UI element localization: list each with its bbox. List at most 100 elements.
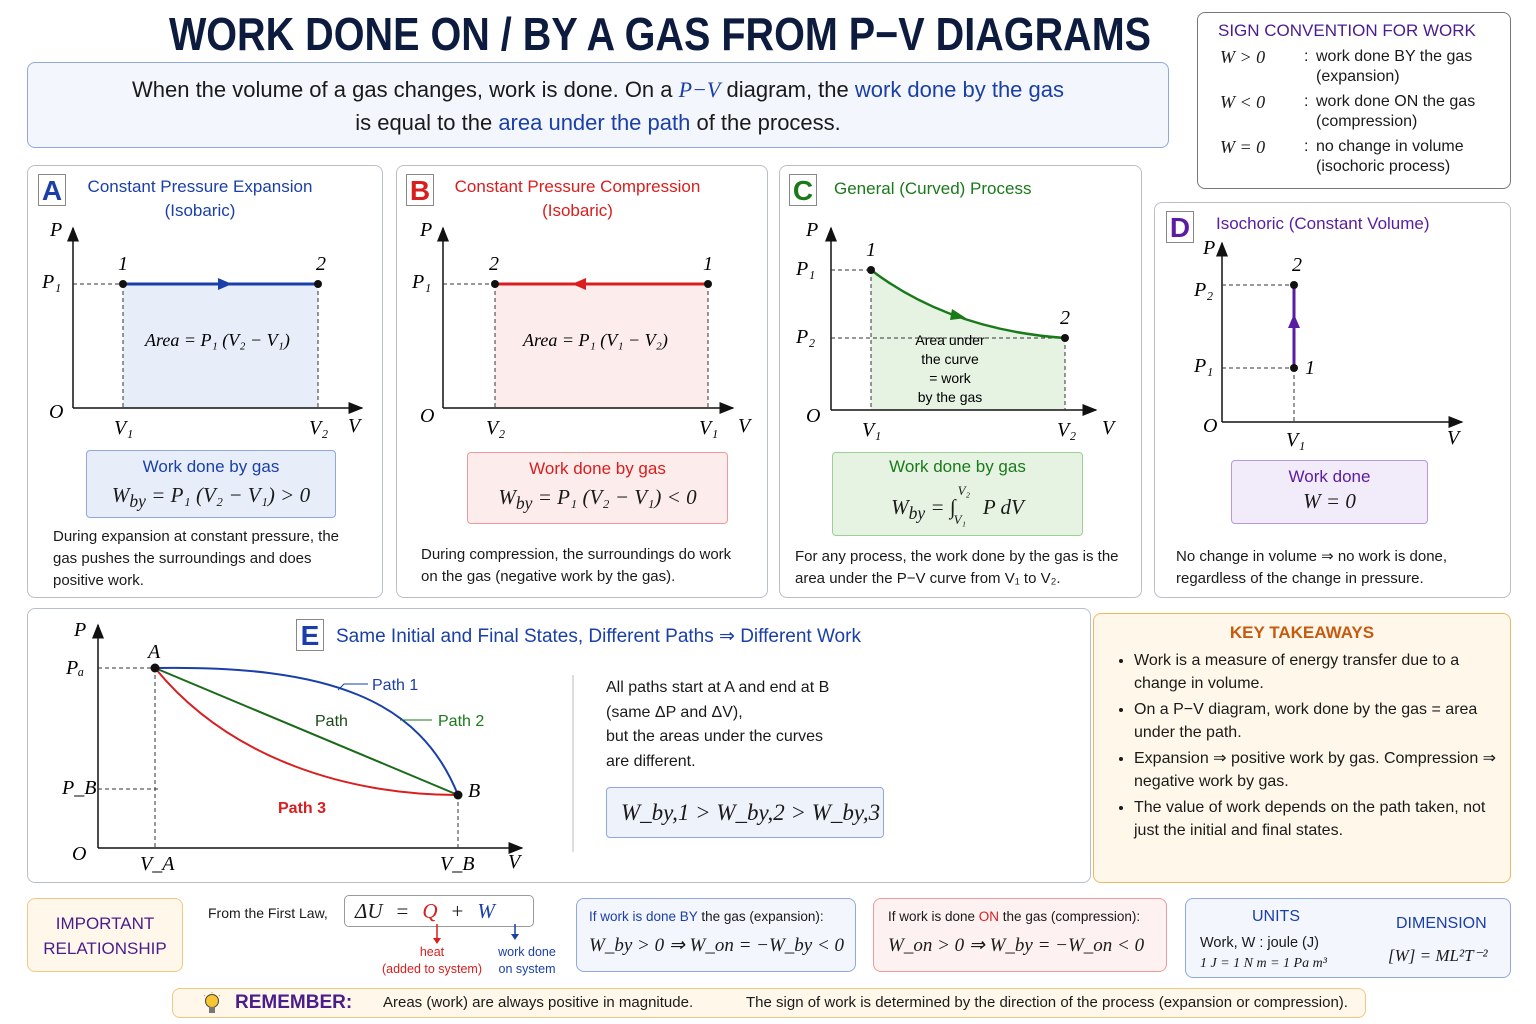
path-2-line: [154, 667, 459, 796]
panel-e: [27, 608, 1091, 883]
sign-lhs: W < 0: [1220, 92, 1266, 112]
text-line: but the areas under the curves: [606, 728, 824, 746]
page-title: WORK DONE ON / BY A GAS FROM P−V DIAGRAM…: [168, 8, 1152, 60]
lightbulb-icon: [203, 992, 221, 1013]
remember-text: Areas (work) are always positive in magn…: [383, 994, 694, 1011]
area-label: Area under: [915, 332, 985, 348]
work-text: work done: [498, 945, 556, 959]
intro-highlight: area under the path: [498, 110, 691, 135]
panel-d: [1154, 202, 1511, 598]
area-label: by the gas: [918, 389, 983, 405]
axis-label: V: [1102, 417, 1117, 439]
subtitle-text: (Isobaric): [164, 201, 236, 220]
sign-row: W < 0:work done ON the gas (compression): [1218, 92, 1510, 132]
intro-text: of the process.: [690, 110, 841, 135]
delta-u: ΔU: [355, 899, 383, 923]
diagram-b: P P₁ O V₂ V₁ V 2 1 Area = P₁ (V₁ − V₂): [411, 219, 753, 439]
point-label: 2: [316, 253, 326, 275]
title-text: Constant Pressure Expansion: [87, 177, 313, 196]
text-line: are different.: [606, 753, 696, 771]
point-label: 1: [703, 253, 713, 275]
badge-c: C: [789, 174, 817, 206]
badge-e: E: [296, 619, 324, 651]
first-law-lead: From the First Law,: [208, 905, 328, 921]
work-formula: Wby = P₁ (V₂ − V₁) < 0: [468, 485, 727, 514]
panel-e-title: Same Initial and Final States, Different…: [336, 626, 861, 647]
on-gas-formula: W_on > 0 ⇒ W_by = −W_on < 0: [888, 935, 1145, 956]
work-box-title: Work done by gas: [529, 459, 666, 478]
tick-label: P₁: [41, 271, 61, 293]
work-box-title: Work done by gas: [142, 457, 280, 476]
heading-text: If work is done: [888, 909, 979, 924]
arrow-up-icon: [1288, 314, 1300, 328]
by-gas-heading: If work is done BY the gas (expansion):: [589, 909, 855, 924]
heading-text: the gas (compression):: [999, 909, 1141, 924]
point-label: A: [146, 641, 161, 663]
by-gas-formula: W_by > 0 ⇒ W_on = −W_by < 0: [589, 935, 845, 956]
tick-label: V₁: [862, 419, 881, 441]
panel-d-description: No change in volume ⇒ no work is done, r…: [1176, 548, 1448, 587]
area-label: = work: [929, 370, 972, 386]
plus: +: [451, 899, 464, 923]
axis-label: V: [738, 415, 753, 437]
work-formula: W = 0: [1303, 489, 1356, 513]
axis-label: V: [1447, 427, 1462, 449]
work-box-a: Work done by gas Wby = P₁ (V₂ − V₁) > 0: [86, 450, 336, 518]
work-box-d: Work done W = 0: [1231, 460, 1428, 524]
badge-d: D: [1166, 211, 1194, 243]
sign-desc: no change in volume (isochoric process): [1316, 138, 1464, 175]
axis-label: V: [348, 415, 363, 437]
takeaways-title: KEY TAKEAWAYS: [1229, 623, 1375, 642]
remember-banner: REMEMBER: Areas (work) are always positi…: [172, 988, 1366, 1018]
origin-label: O: [72, 843, 86, 865]
intro-box: When the volume of a gas changes, work i…: [27, 62, 1169, 148]
diagram-d: P P₂ P₁ O V₁ V 2 1: [1193, 237, 1464, 451]
point-label: B: [468, 780, 480, 802]
point-label: 2: [1060, 307, 1070, 329]
sign-lhs: W = 0: [1220, 137, 1266, 157]
heat-text: (added to system): [381, 962, 483, 976]
diagram-a: P P₁ O V₁ V₂ V 1 2 Area = P₁ (V₂ − V₁): [41, 219, 364, 439]
work-formula: Wby = P₁ (V₂ − V₁) > 0: [87, 483, 335, 512]
takeaway-item: On a P−V diagram, work done by the gas =…: [1134, 698, 1502, 744]
tick-label: P_B: [61, 777, 96, 799]
first-law-equation: ΔU = Q + W: [344, 895, 534, 927]
work-text: on system: [498, 962, 556, 976]
panel-e-text: All paths start at A and end at B (same …: [606, 676, 829, 775]
equals: =: [396, 899, 409, 923]
area-label: the curve: [921, 351, 979, 367]
panel-a-description: During expansion at constant pressure, t…: [53, 528, 340, 589]
heat-q: Q: [422, 899, 438, 923]
w-symbol: W: [111, 483, 130, 507]
area-fill: [123, 284, 318, 408]
units-box: UNITS Work, W : joule (J) 1 J = 1 N m = …: [1185, 898, 1511, 978]
heat-text: heat: [419, 945, 445, 959]
important-relationship-label: IMPORTANT RELATIONSHIP: [27, 898, 183, 972]
area-label: Area = P₁ (V₁ − V₂): [522, 330, 668, 351]
point-label: 1: [1305, 357, 1315, 379]
intro-highlight: work done by the gas: [854, 77, 1065, 102]
units-line: 1 J = 1 N m = 1 Pa m³: [1200, 956, 1327, 971]
tick-label: V₂: [309, 417, 328, 439]
tick-label: Pₐ: [65, 657, 84, 679]
path-work-comparison: W_by,1 > W_by,2 > W_by,3: [606, 787, 884, 838]
title-text: Constant Pressure Compression: [454, 177, 701, 196]
panel-b-description: During compression, the surroundings do …: [421, 546, 732, 585]
on-gas-box: If work is done ON the gas (compression)…: [873, 898, 1167, 972]
diagram-e: P Pₐ P_B O V_A V_B V A B Path 1 Path Pat…: [61, 619, 574, 875]
panel-a-title: Constant Pressure Expansion (Isobaric): [70, 175, 330, 223]
heat-annotation: heat (added to system): [376, 944, 488, 978]
work-w: W: [477, 899, 495, 923]
arrow-icon: [950, 309, 966, 320]
remember-text: The sign of work is determined by the di…: [746, 994, 1348, 1011]
integral-upper: V₂: [957, 483, 971, 498]
work-box-b: Work done by gas Wby = P₁ (V₂ − V₁) < 0: [467, 452, 728, 524]
w-subscript: by: [908, 503, 926, 524]
remember-label: REMEMBER:: [235, 992, 353, 1013]
path-1-curve: [154, 666, 459, 796]
subtitle-text: (Isobaric): [542, 201, 613, 220]
units-line: Work, W : joule (J): [1200, 935, 1319, 951]
axis-label: P: [49, 219, 62, 241]
origin-label: O: [420, 405, 434, 427]
